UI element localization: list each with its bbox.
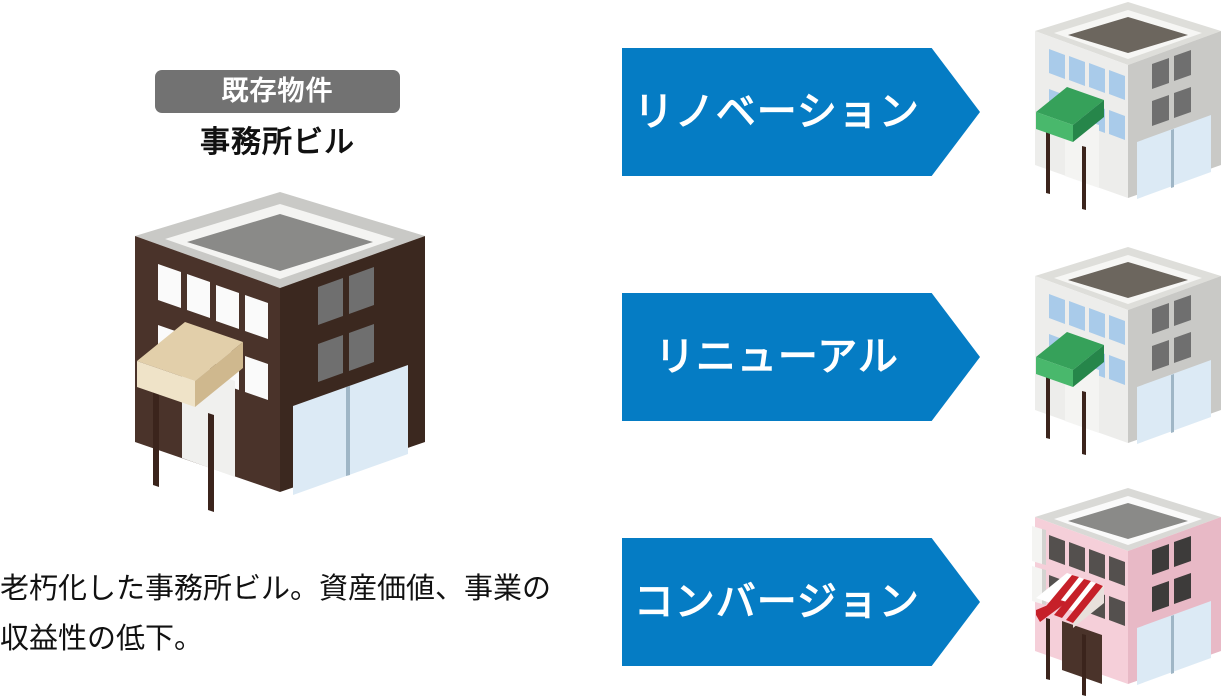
process-arrow-renewal[interactable]: リニューアル: [622, 293, 980, 421]
status-badge-label: 既存物件: [221, 76, 334, 107]
awning-post-left: [153, 391, 159, 487]
awning-striped: [1036, 573, 1104, 628]
arrow-shape: [622, 293, 980, 421]
awning-post-left: [1046, 132, 1050, 194]
awning-post-right: [1082, 634, 1086, 696]
process-arrow-conversion[interactable]: コンバージョン: [622, 538, 980, 666]
process-arrow-label: コンバージョン: [633, 579, 920, 625]
signboard-upper: [1032, 526, 1046, 565]
window-group-side: [1152, 50, 1191, 126]
awning: [137, 322, 243, 407]
awning-post-left: [1046, 377, 1050, 439]
renewed-building-illustration: [1035, 247, 1221, 455]
subject-caption: 老朽化した事務所ビル。資産価値、事業の収益性の低下。: [0, 571, 552, 655]
storefront-glass-side: [293, 365, 408, 495]
status-badge: 既存物件: [155, 70, 400, 113]
awning-post-right: [1082, 146, 1086, 210]
converted-building-illustration: [1032, 488, 1221, 696]
window-group-side: [1152, 295, 1191, 371]
process-arrow-label: リニューアル: [654, 334, 899, 380]
process-arrow-renovation[interactable]: リノベーション: [622, 48, 980, 176]
arrow-shape: [622, 48, 980, 176]
window-group-front-upper: [1049, 535, 1125, 586]
process-arrow-label: リノベーション: [633, 89, 920, 135]
window-group-side: [318, 267, 374, 382]
awning: [1036, 87, 1104, 142]
window-group-side: [1152, 536, 1191, 612]
renovated-building-illustration: [1035, 2, 1221, 210]
window-group-front-upper: [1049, 49, 1125, 100]
page-title: 事務所ビル: [200, 125, 355, 160]
window-group-front-upper: [1049, 294, 1125, 345]
awning-post-right: [208, 413, 214, 512]
existing-office-building-illustration: [135, 192, 425, 512]
awning: [1036, 332, 1104, 387]
awning-post-right: [1082, 391, 1086, 455]
awning-post-left: [1046, 618, 1050, 680]
window-group-front-upper: [158, 264, 268, 339]
arrow-shape: [622, 538, 980, 666]
